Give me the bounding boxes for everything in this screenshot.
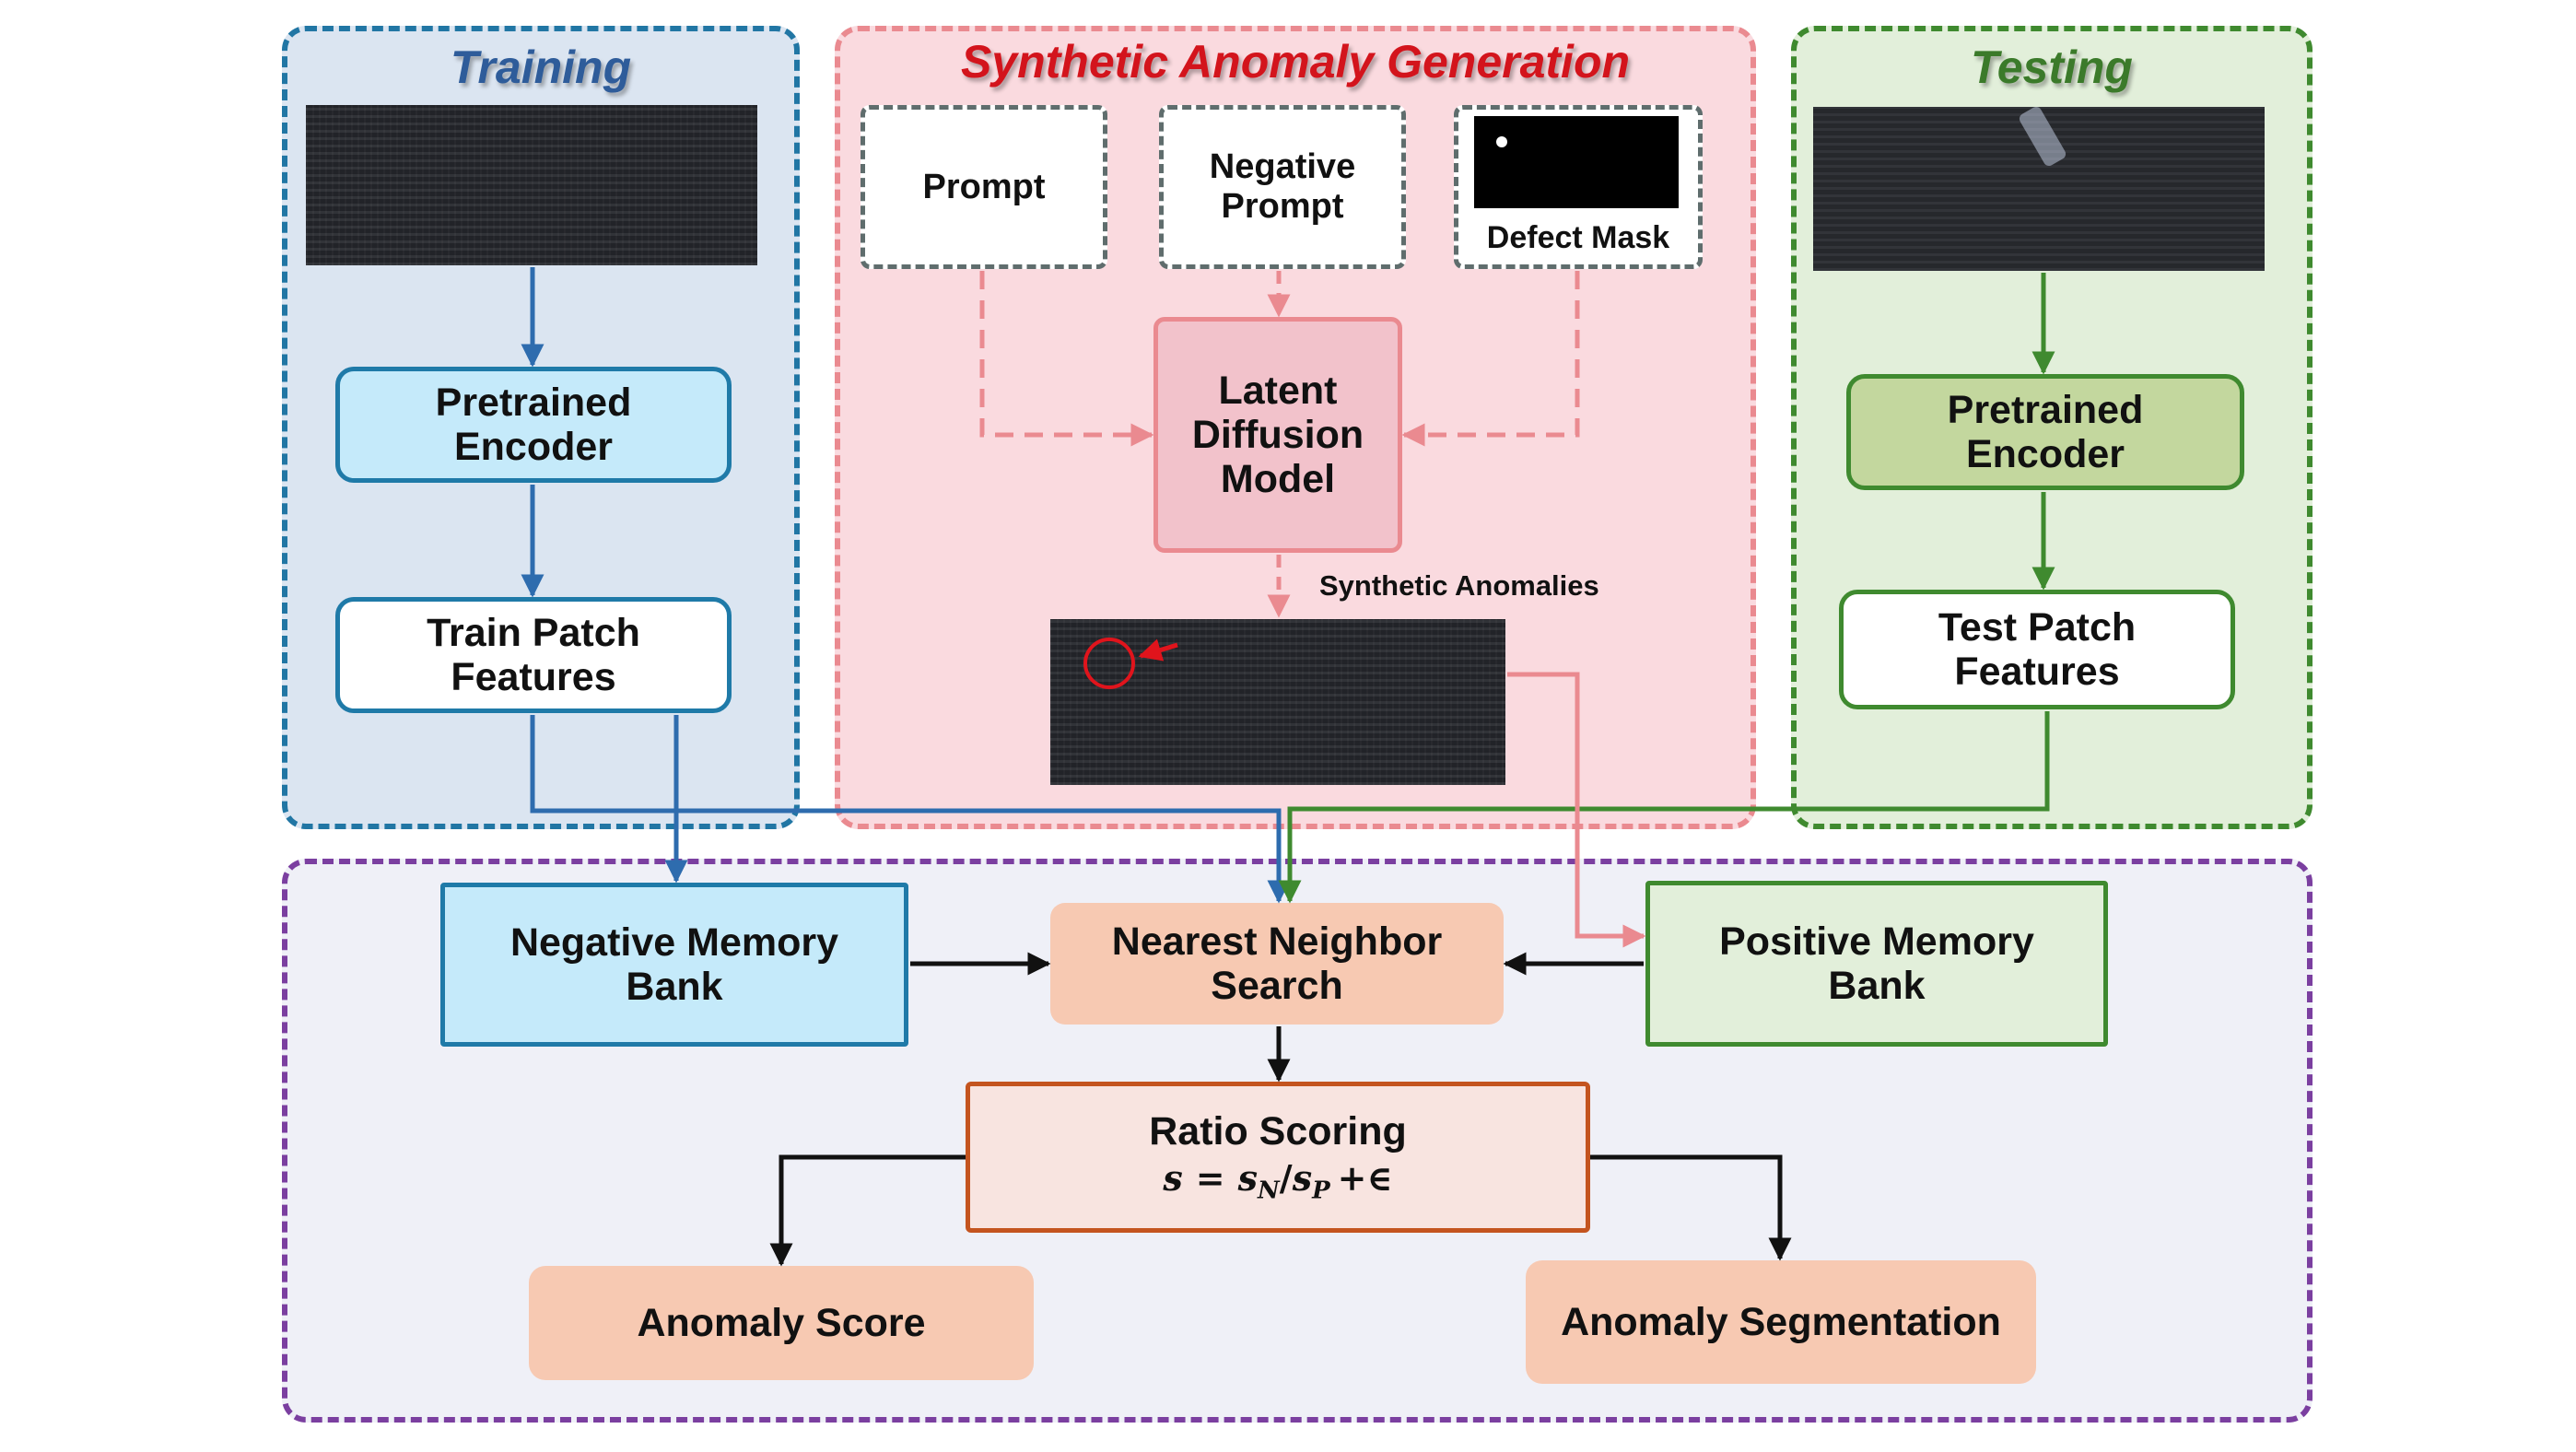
defect-mask-spot <box>1496 136 1507 147</box>
arrow-mask-to-ldm <box>1401 271 1580 447</box>
ratio-formula: s=sN/sP+∈ <box>1163 1157 1393 1205</box>
positive-bank-line1: Positive Memory <box>1719 919 2034 964</box>
nn-search-line2: Search <box>1211 964 1343 1008</box>
defect-mask-image <box>1474 116 1679 208</box>
nearest-neighbor-search-box: Nearest Neighbor Search <box>1050 903 1504 1025</box>
defect-highlight-circle <box>1083 638 1135 689</box>
test-features-line1: Test Patch <box>1938 604 2137 650</box>
testing-title: Testing <box>1971 41 2133 93</box>
prompt-box: Prompt <box>861 105 1107 269</box>
prompt-label: Prompt <box>922 167 1046 206</box>
negative-prompt-line2: Prompt <box>1221 187 1344 226</box>
positive-bank-line2: Bank <box>1828 964 1926 1008</box>
ldm-line3: Model <box>1220 457 1336 502</box>
arrow-ratio-to-segmentation <box>1590 1154 1792 1261</box>
defect-mask-label: Defect Mask <box>1486 219 1670 255</box>
arrow-synthetic-to-positive-bank <box>1507 672 1646 948</box>
defect-pointer-arrow <box>1138 638 1178 662</box>
negative-bank-line2: Bank <box>626 965 723 1009</box>
arrow-prompt-to-ldm <box>979 271 1154 447</box>
testing-encoder-line1: Pretrained <box>1947 387 2144 432</box>
training-encoder-box: Pretrained Encoder <box>335 367 732 483</box>
negative-prompt-line1: Negative <box>1209 147 1356 187</box>
synthetic-title: Synthetic Anomaly Generation <box>960 36 1631 88</box>
training-title: Training <box>450 41 632 93</box>
ratio-scoring-box: Ratio Scoring s=sN/sP+∈ <box>966 1082 1590 1233</box>
positive-memory-bank-box: Positive Memory Bank <box>1645 881 2108 1047</box>
latent-diffusion-model-box: Latent Diffusion Model <box>1153 317 1402 553</box>
training-encoder-line2: Encoder <box>453 425 614 469</box>
anomaly-score-label: Anomaly Score <box>637 1300 926 1345</box>
anomaly-score-box: Anomaly Score <box>529 1266 1034 1380</box>
train-patch-features-box: Train Patch Features <box>335 597 732 713</box>
train-features-line2: Features <box>451 655 616 699</box>
negative-memory-bank-box: Negative Memory Bank <box>440 883 908 1047</box>
test-features-line2: Features <box>1954 650 2120 694</box>
negative-prompt-box: Negative Prompt <box>1159 105 1406 269</box>
training-image <box>306 105 757 265</box>
negative-bank-line1: Negative Memory <box>509 919 839 965</box>
testing-image <box>1813 104 2265 271</box>
anomaly-segmentation-label: Anomaly Segmentation <box>1561 1299 2001 1344</box>
arrow-test-features-to-nn <box>1278 711 2050 904</box>
arrow-train-features-to-nn <box>530 715 1291 904</box>
ldm-line1: Latent <box>1218 368 1338 413</box>
ratio-scoring-label: Ratio Scoring <box>1149 1109 1407 1154</box>
anomaly-segmentation-box: Anomaly Segmentation <box>1526 1260 2036 1384</box>
testing-encoder-box: Pretrained Encoder <box>1846 374 2244 490</box>
test-patch-features-box: Test Patch Features <box>1839 590 2235 709</box>
testing-encoder-line2: Encoder <box>1965 432 2125 476</box>
ldm-line2: Diffusion <box>1191 412 1364 457</box>
synthetic-anomalies-label: Synthetic Anomalies <box>1319 569 1599 602</box>
training-encoder-line1: Pretrained <box>435 380 632 425</box>
arrow-ratio-to-score <box>769 1154 966 1267</box>
nn-search-line1: Nearest Neighbor <box>1111 919 1443 964</box>
train-features-line1: Train Patch <box>427 610 640 655</box>
